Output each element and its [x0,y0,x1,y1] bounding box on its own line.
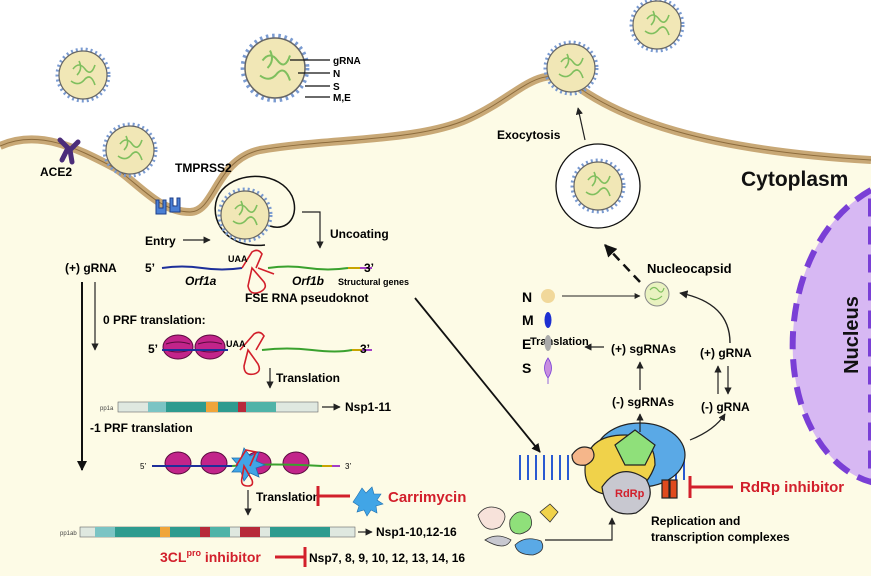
protein-n-label: N [522,289,532,305]
tmprss2-receptor [155,197,181,215]
protein-e-label: E [522,336,531,352]
plus-grna-rep-label: (+) gRNA [700,346,752,360]
pp1ab-label: pp1ab [60,531,77,537]
genome-three-prime: 3’ [364,261,374,275]
prf0-label: 0 PRF translation: [103,313,206,327]
arrow-to-rtc [414,297,541,453]
virion-extracellular-1 [55,47,111,103]
virion-extracellular-2 [102,122,158,178]
uncoating-label: Uncoating [330,227,389,241]
plus-grna-label: (+) gRNA [65,261,117,275]
tmprss2-label: TMPRSS2 [175,161,232,175]
arrow-assembly [604,244,641,283]
protein-s-icon [544,357,552,384]
exocytosis-vesicle [555,143,641,229]
inhibitor-3cl-sup: pro [186,548,201,558]
uaa-label-1: UAA [228,254,248,264]
virion-released-1 [543,40,599,96]
rdrp-inhibitor-label: RdRp inhibitor [740,479,844,496]
nucleocapsid [644,281,670,307]
polyprotein-pp1a: pp1a [100,401,319,413]
nucleus-label: Nucleus [841,296,863,374]
ace2-label: ACE2 [40,165,72,179]
orf1b-label: Orf1b [292,274,324,288]
fse-pseudoknot-2 [239,331,265,376]
genome-five-prime: 5’ [145,261,155,275]
blocked-star [231,447,267,482]
genome-orf1a [161,265,243,271]
nucleus [789,186,871,486]
virion-legend [240,33,310,103]
polyprotein-pp1ab: pp1ab [60,526,356,538]
plus-sgrna-label: (+) sgRNAs [611,342,676,356]
minus-grna-rep-label: (-) gRNA [701,400,750,414]
rdrp-label: RdRp [615,488,645,500]
protein-s-label: S [522,360,531,376]
genome2-five-prime: 5’ [148,342,158,356]
legend-grna: gRNA [333,56,361,67]
protein-m-label: M [522,312,534,328]
virion-legend-lines [290,59,330,98]
genome2-three-prime: 3’ [360,342,370,356]
fse-pseudoknot-3 [235,449,258,487]
nucleocapsid-label: Nucleocapsid [647,261,732,276]
ribosomes-0prf [162,334,226,360]
structural-genes-label: Structural genes [338,277,409,287]
inhibitor-3cl-suffix: inhibitor [201,549,261,565]
virion-released-2 [629,0,685,53]
minus-sgrna-label: (-) sgRNAs [612,395,674,409]
translation-label-2: Translation [256,490,320,504]
translation-label-1: Translation [276,371,340,385]
inhibitor-3cl-main: 3CL [160,549,187,565]
carrimycin-icon [352,486,384,517]
rtc-label-1: Replication and [651,514,740,528]
legend-me: M,E [333,93,351,104]
ace2-receptor [57,137,81,165]
fse-pseudoknot-1 [241,249,275,294]
orf1a-label: Orf1a [185,274,217,288]
legend-s: S [333,82,340,93]
prf1-label: -1 PRF translation [90,421,193,435]
genome-orf1b [267,265,349,271]
translation-label-3: Translation [530,336,589,348]
rtc-label-2: transcription complexes [651,530,790,544]
fse-label: FSE RNA pseudoknot [245,291,369,305]
uaa-label-2: UAA [226,339,246,349]
legend-n: N [333,69,340,80]
nsp1-16-label: Nsp1-10,12-16 [376,525,457,539]
protein-n-icon [541,289,555,303]
rtc-subunits [477,503,559,556]
rtc-complex [571,422,686,515]
exocytosis-label: Exocytosis [497,128,561,142]
inhibitor-3cl-label: 3CLpro inhibitor [160,548,261,565]
carrimycin-label: Carrimycin [388,489,466,506]
protein-m-icon [544,312,552,328]
nsp1-11-label: Nsp1-11 [345,400,391,414]
genome3-five-prime: 5’ [140,462,146,471]
protein-e-icon [544,335,552,351]
cytoplasm-label: Cytoplasm [741,168,848,191]
genome3-three-prime: 3’ [345,462,351,471]
pp1a-label: pp1a [100,406,114,412]
entry-label: Entry [145,234,176,248]
nsp-targets-label: Nsp7, 8, 9, 10, 12, 13, 14, 16 [309,551,465,565]
endosome [214,175,296,247]
